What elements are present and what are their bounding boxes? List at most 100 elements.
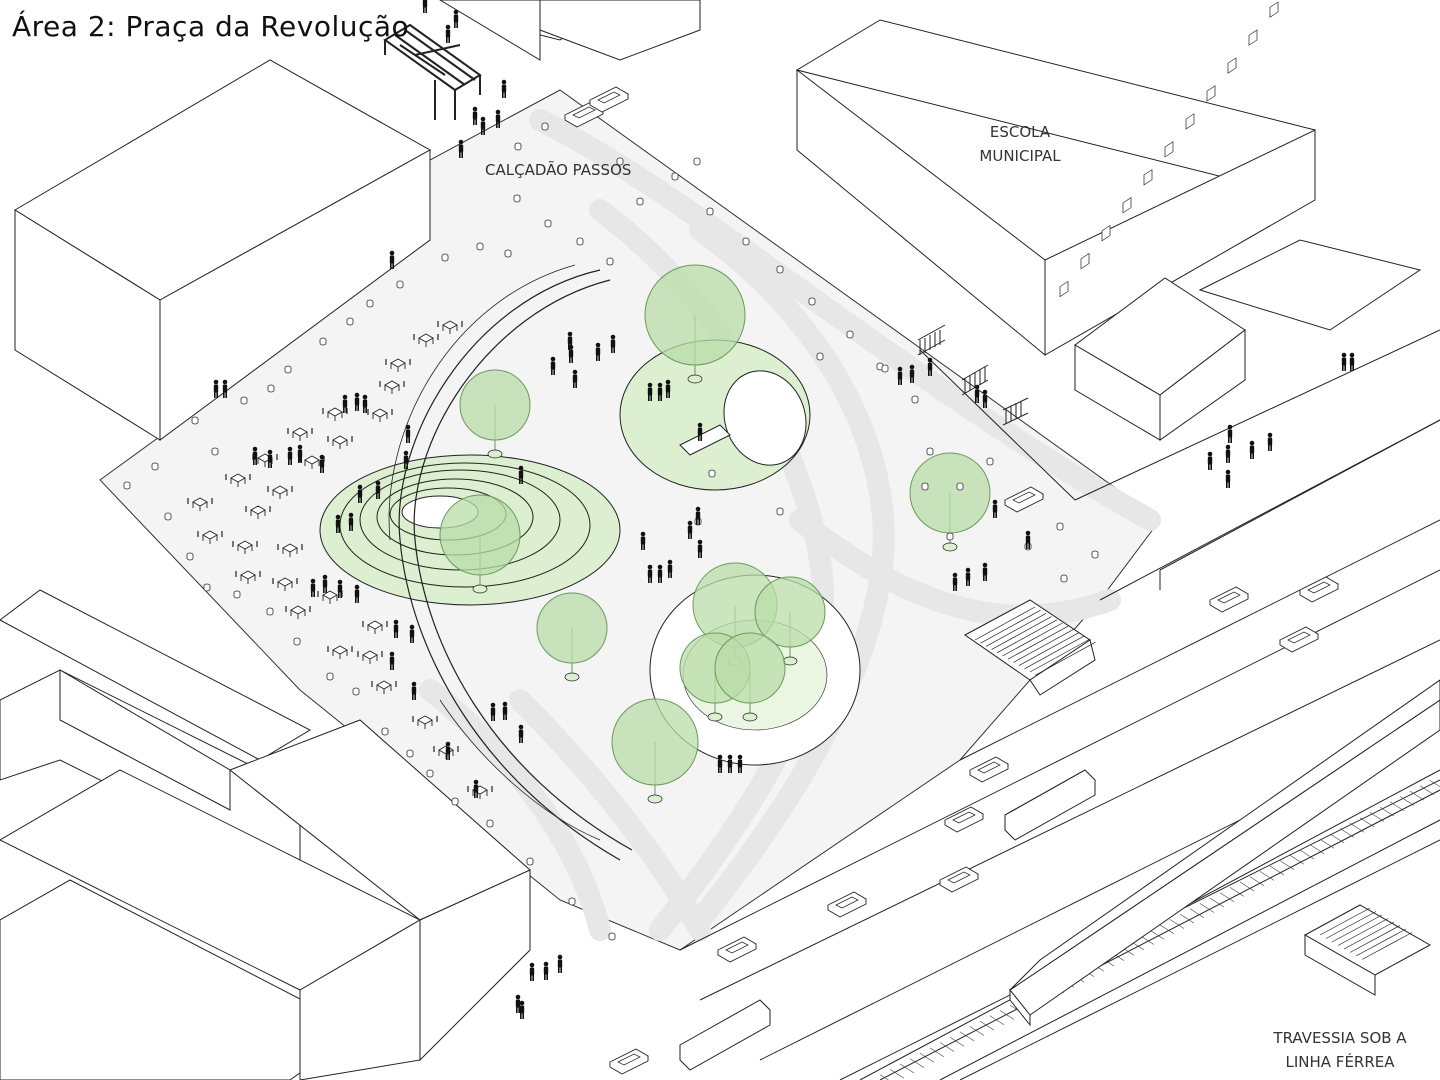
bollard xyxy=(1024,542,1032,551)
rail-sleeper xyxy=(979,1020,995,1031)
tree-canopy xyxy=(644,264,746,366)
stair-step xyxy=(1343,921,1395,950)
stair-step xyxy=(1024,635,1085,670)
rail-sleeper xyxy=(1419,785,1435,796)
stair-step xyxy=(1002,622,1063,657)
rail-sleeper xyxy=(1239,881,1255,892)
train-windows xyxy=(1059,1,1279,298)
tree-canopy xyxy=(536,592,608,664)
rail-sleeper xyxy=(1269,865,1285,876)
tree-canopy xyxy=(439,494,521,576)
train-window xyxy=(1143,169,1153,186)
rail-sleeper xyxy=(1219,892,1235,903)
rail-sleeper xyxy=(1289,855,1305,865)
bollard xyxy=(956,482,964,491)
rail-sleeper xyxy=(1209,897,1225,908)
train-window xyxy=(1269,1,1279,18)
tree-canopy xyxy=(754,576,826,648)
bollard xyxy=(606,257,614,266)
bollard xyxy=(151,462,159,471)
bollard xyxy=(486,819,494,828)
train-window xyxy=(1122,197,1132,214)
train-window xyxy=(1185,113,1195,130)
rail-sleeper xyxy=(1389,801,1405,812)
buses xyxy=(679,769,1096,1071)
tree-canopy xyxy=(459,369,531,441)
bollard xyxy=(513,194,521,203)
bollard xyxy=(293,637,301,646)
rail-sleeper xyxy=(1299,849,1315,860)
label-travessia: TRAVESSIA SOB A LINHA FÉRREA xyxy=(1255,1026,1425,1074)
rail-sleeper xyxy=(939,1042,955,1052)
label-escola-municipal: ESCOLA MUNICIPAL xyxy=(960,120,1080,168)
rail-sleeper xyxy=(879,1074,889,1080)
rail-sleeper xyxy=(1249,876,1265,886)
bollard xyxy=(568,897,576,906)
bollard xyxy=(706,207,714,216)
stair-step xyxy=(996,619,1058,654)
rail-sleeper xyxy=(1309,844,1325,854)
tree-base xyxy=(564,672,580,682)
stair-step xyxy=(1325,911,1377,939)
rail-sleeper xyxy=(889,1069,905,1079)
bollard xyxy=(671,172,679,181)
rail-sleeper xyxy=(1279,860,1295,870)
bollard xyxy=(267,384,275,393)
stair-step xyxy=(980,609,1041,644)
bollard xyxy=(381,727,389,736)
bollard xyxy=(441,253,449,262)
stair-step xyxy=(991,616,1052,650)
metro-stairs xyxy=(964,599,1096,696)
building-top-center xyxy=(439,0,701,61)
trees xyxy=(439,264,991,804)
stair-step xyxy=(1007,625,1069,660)
bollard xyxy=(233,590,241,599)
bollard xyxy=(123,481,131,490)
bollard xyxy=(191,416,199,425)
label-calcadao-passos: CALÇADÃO PASSOS xyxy=(485,161,632,179)
pavilion-dome xyxy=(679,370,807,466)
label-travessia-line1: TRAVESSIA SOB A xyxy=(1273,1029,1407,1047)
bollard xyxy=(576,237,584,246)
tree-base xyxy=(647,794,663,804)
rail-sleeper xyxy=(1169,919,1185,929)
rail-sleeper xyxy=(1329,833,1345,844)
stair-step xyxy=(1319,907,1371,936)
train-window xyxy=(1080,252,1090,270)
train-window xyxy=(1059,280,1069,298)
train-window xyxy=(1164,141,1174,158)
bollard xyxy=(708,469,716,478)
stair-step xyxy=(1331,914,1383,943)
rail-sleeper xyxy=(949,1036,965,1047)
curved-footbridge xyxy=(388,264,633,861)
stair-step xyxy=(1029,638,1091,673)
bollard xyxy=(326,672,334,681)
stair-step xyxy=(1013,629,1074,663)
rail-sleeper xyxy=(899,1063,915,1074)
rail-sleeper xyxy=(1159,924,1175,935)
bollard xyxy=(211,447,219,456)
bollard xyxy=(476,242,484,251)
train xyxy=(1009,679,1440,1027)
bollard xyxy=(319,337,327,346)
rail-sleeper xyxy=(909,1058,925,1068)
page-title: Área 2: Praça da Revolução xyxy=(12,10,410,43)
bollard xyxy=(406,749,414,758)
bollard xyxy=(514,142,522,151)
bollard xyxy=(911,395,919,404)
bollard xyxy=(636,197,644,206)
rail-sleeper xyxy=(969,1026,985,1036)
bollard xyxy=(541,122,549,131)
building-bottom-left xyxy=(0,589,531,1080)
bollard xyxy=(881,364,889,373)
bollard xyxy=(742,237,750,246)
tree-base xyxy=(472,584,488,594)
train-window xyxy=(1101,224,1111,242)
pergola-trellis xyxy=(383,23,482,120)
bollard xyxy=(946,532,954,541)
label-escola-line1: ESCOLA xyxy=(989,123,1051,141)
rail-sleeper xyxy=(999,1010,1015,1020)
roadway xyxy=(679,419,1440,1080)
bollard xyxy=(846,330,854,339)
stair-step xyxy=(1349,925,1401,953)
